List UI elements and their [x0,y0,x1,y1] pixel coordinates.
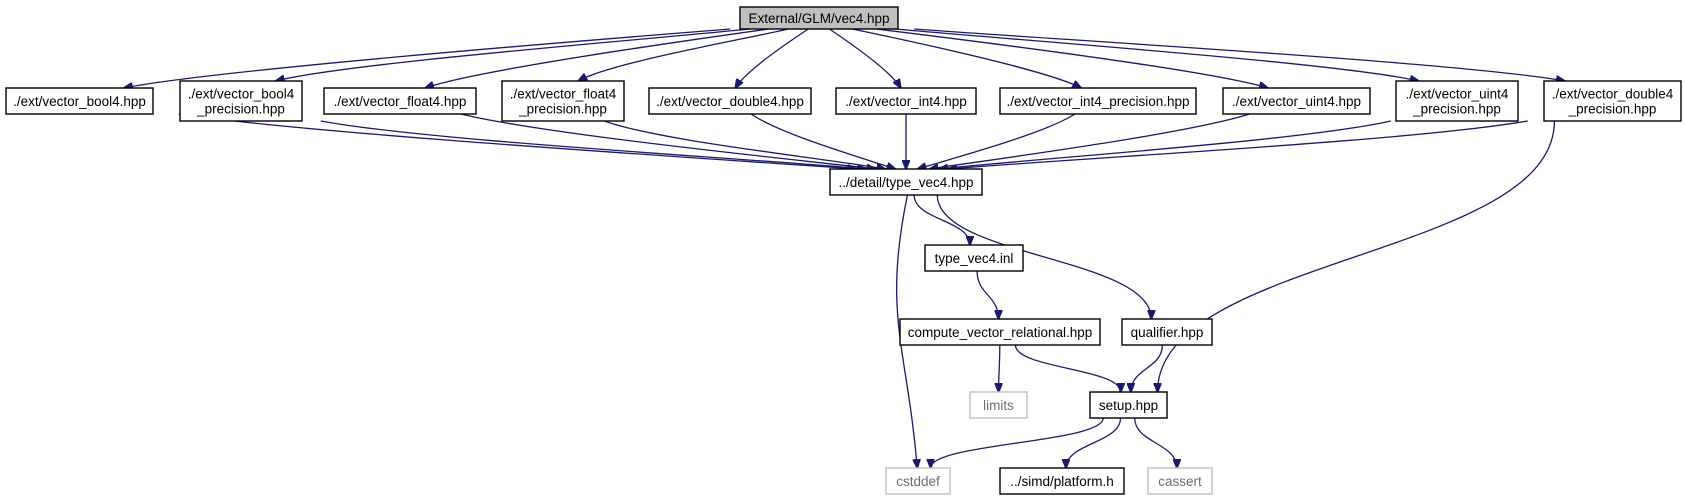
node-uint4p[interactable]: ./ext/vector_uint4_precision.hpp [1395,80,1519,122]
node-label-limits: limits [983,398,1014,413]
node-box-bool4 [5,87,154,115]
node-qualifier[interactable]: qualifier.hpp [1121,318,1213,346]
edge-bool4p-to-typevec4 [320,120,866,169]
node-box-float4 [323,87,477,115]
edge-compute-to-setup [1014,344,1120,392]
edge-setup-to-cassert [1134,417,1177,468]
edge-typevec4-to-cstddef [896,194,918,468]
edge-root-to-bool4 [124,28,731,88]
node-box-double4 [648,87,812,115]
node-float4[interactable]: ./ext/vector_float4.hpp [323,87,477,115]
edge-root-to-uint4 [876,28,1268,88]
edge-typevec4-to-typevec4inl [913,194,970,245]
edge-root-to-int4 [829,28,900,88]
node-double4[interactable]: ./ext/vector_double4.hpp [648,87,812,115]
node-int4[interactable]: ./ext/vector_int4.hpp [835,87,977,115]
edge-typevec4inl-to-compute [976,270,998,319]
edge-qualifier-to-setup [1131,344,1164,392]
node-double4p[interactable]: ./ext/vector_double4_precision.hpp [1543,80,1682,122]
node-limits: limits [969,391,1028,419]
node-uint4[interactable]: ./ext/vector_uint4.hpp [1222,87,1371,115]
node-label-cstddef: cstddef [896,474,940,489]
node-label-compute: compute_vector_relational.hpp [908,325,1093,340]
node-box-uint4p [1395,80,1519,122]
node-label-float4: ./ext/vector_float4.hpp [334,94,467,109]
edge-double4-to-typevec4 [750,113,895,169]
edge-uint4p-to-typevec4 [939,120,1392,169]
node-label-bool4p-line2: _precision.hpp [196,102,285,117]
node-typevec4inl[interactable]: type_vec4.inl [924,244,1024,272]
node-label-platform: ../simd/platform.h [1010,474,1114,489]
edge-root-to-float4p [578,28,789,81]
node-box-float4p [501,80,625,122]
edge-root-to-uint4p [895,28,1419,81]
node-label-setup: setup.hpp [1099,398,1158,413]
node-box-bool4p [179,80,303,122]
edge-int4p-to-typevec4 [918,113,1076,169]
node-label-bool4p-line1: ./ext/vector_bool4 [188,87,295,102]
node-label-uint4p-line2: _precision.hpp [1412,102,1501,117]
node-label-double4: ./ext/vector_double4.hpp [656,94,804,109]
node-bool4p[interactable]: ./ext/vector_bool4_precision.hpp [179,80,303,122]
node-box-typevec4 [829,168,983,196]
edge-root-to-double4 [735,28,809,88]
node-box-root [739,6,899,30]
edges-layer [124,28,1565,468]
node-label-cassert: cassert [1158,474,1202,489]
node-box-cassert [1147,467,1213,495]
node-label-double4p-line2: _precision.hpp [1568,102,1657,117]
node-box-compute [899,318,1101,346]
node-box-int4 [835,87,977,115]
node-box-double4p [1543,80,1682,122]
node-label-uint4: ./ext/vector_uint4.hpp [1232,94,1361,109]
edge-root-to-double4p [914,28,1565,81]
edge-setup-to-platform [1066,417,1122,468]
node-box-limits [969,391,1028,419]
node-label-float4p-line2: _precision.hpp [518,102,607,117]
node-label-bool4: ./ext/vector_bool4.hpp [13,94,146,109]
node-label-int4p: ./ext/vector_int4_precision.hpp [1006,94,1189,109]
node-box-platform [999,467,1125,495]
edge-compute-to-limits [999,344,1000,392]
node-label-root: External/GLM/vec4.hpp [748,11,889,26]
node-label-int4: ./ext/vector_int4.hpp [845,94,967,109]
node-box-cstddef [885,467,951,495]
node-bool4[interactable]: ./ext/vector_bool4.hpp [5,87,154,115]
node-label-typevec4inl: type_vec4.inl [935,251,1014,266]
node-compute[interactable]: compute_vector_relational.hpp [899,318,1101,346]
node-box-qualifier [1121,318,1213,346]
nodes-layer: External/GLM/vec4.hpp ./ext/vector_bool4.… [5,6,1682,495]
node-box-uint4 [1222,87,1371,115]
node-label-float4p-line1: ./ext/vector_float4 [510,87,617,102]
node-label-uint4p-line1: ./ext/vector_uint4 [1406,87,1509,102]
node-label-typevec4: ../detail/type_vec4.hpp [838,175,973,190]
node-label-double4p-line1: ./ext/vector_double4 [1552,87,1674,102]
node-int4p[interactable]: ./ext/vector_int4_precision.hpp [999,87,1197,115]
node-platform[interactable]: ../simd/platform.h [999,467,1125,495]
node-box-setup [1089,391,1168,419]
node-label-qualifier: qualifier.hpp [1131,325,1204,340]
edge-root-to-float4 [425,28,769,88]
node-setup[interactable]: setup.hpp [1089,391,1168,419]
edge-float4p-to-typevec4 [603,120,885,169]
edge-bool4-to-typevec4 [178,113,857,169]
node-root[interactable]: External/GLM/vec4.hpp [739,6,899,30]
node-typevec4[interactable]: ../detail/type_vec4.hpp [829,168,983,196]
edge-uint4-to-typevec4 [929,113,1250,169]
edge-float4-to-typevec4 [460,113,876,169]
edge-root-to-bool4p [276,28,750,81]
node-box-int4p [999,87,1197,115]
edge-double4p-to-typevec4 [948,120,1528,169]
node-box-typevec4inl [924,244,1024,272]
edge-setup-to-cstddef [931,417,1104,468]
edge-typevec4-to-qualifier [936,194,1151,319]
edge-double4p-to-setup [1158,120,1556,392]
edge-root-to-int4p [852,28,1081,88]
node-cstddef: cstddef [885,467,951,495]
node-cassert: cassert [1147,467,1213,495]
node-float4p[interactable]: ./ext/vector_float4_precision.hpp [501,80,625,122]
